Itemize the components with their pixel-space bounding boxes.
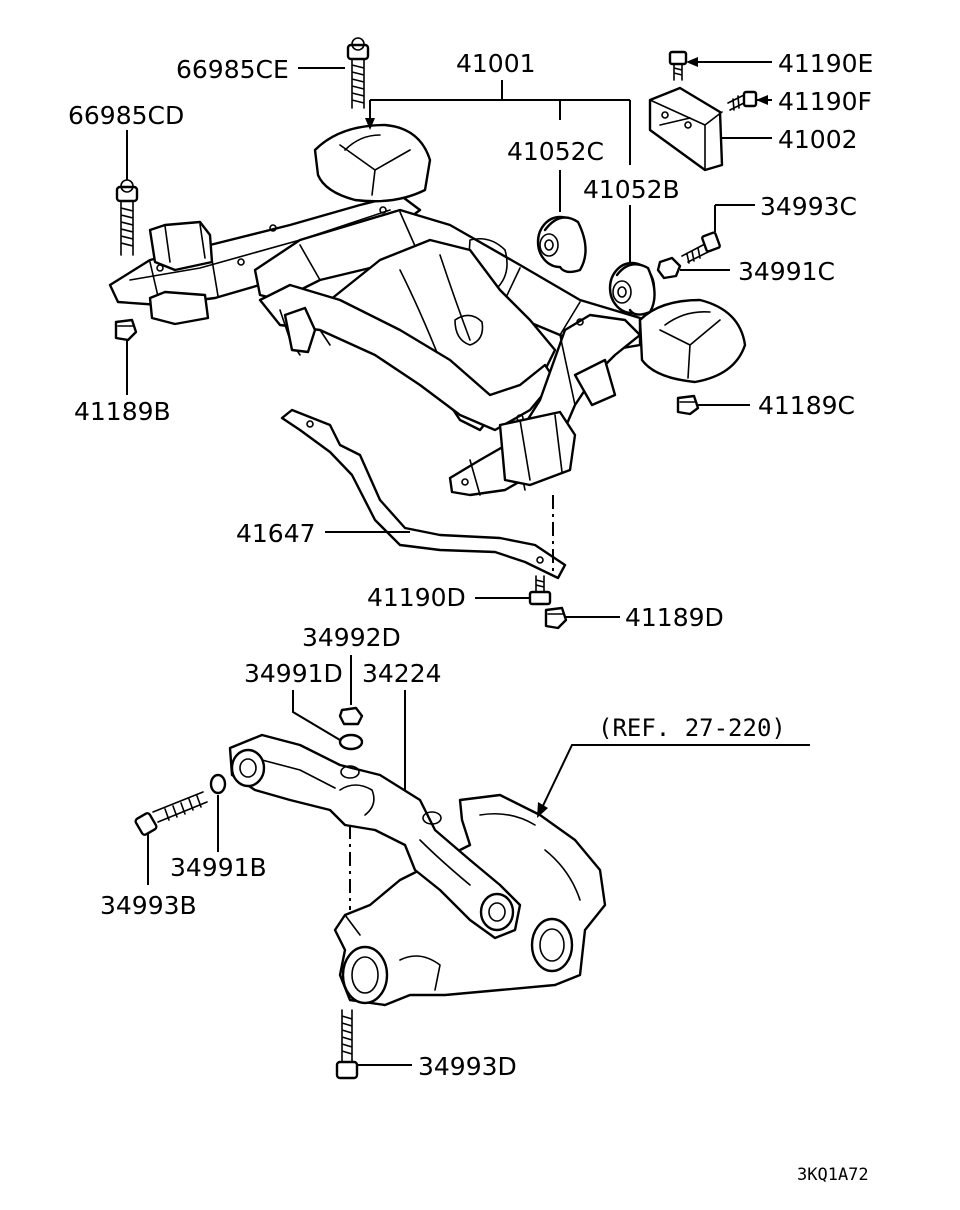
bushing-41052c	[536, 215, 587, 274]
label-41190e: 41190E	[778, 49, 873, 78]
label-66985ce: 66985CE	[176, 55, 289, 84]
label-41002: 41002	[778, 125, 858, 154]
label-41647: 41647	[236, 519, 316, 548]
label-ref-27-220: (REF. 27-220)	[598, 714, 786, 742]
label-41052c: 41052C	[507, 137, 604, 166]
bolt-66985ce	[346, 37, 370, 109]
label-41189c: 41189C	[758, 391, 855, 420]
bracket-41002	[648, 86, 724, 172]
member-34224	[228, 733, 522, 940]
bolt-66985cd	[115, 179, 139, 256]
label-34993b: 34993B	[100, 891, 197, 920]
diagram-code: 3KQ1A72	[797, 1165, 869, 1185]
label-41189b: 41189B	[74, 397, 171, 426]
bolt-41190f	[727, 90, 758, 111]
label-34993d: 34993D	[418, 1052, 517, 1081]
bolt-41190e	[668, 50, 688, 81]
label-34991d: 34991D	[244, 659, 343, 688]
bolt-34993c	[681, 231, 721, 264]
bolt-34993b	[134, 791, 208, 836]
label-41001: 41001	[456, 49, 536, 78]
label-34991c: 34991C	[738, 257, 835, 286]
washer-34991d	[338, 733, 364, 751]
nut-34991c	[656, 256, 682, 280]
bushing-41052b	[608, 261, 656, 316]
label-34992d: 34992D	[302, 623, 401, 652]
bolt-41190d	[528, 575, 552, 606]
label-34224: 34224	[362, 659, 442, 688]
crossmember-41001	[108, 123, 747, 497]
nut-41189c	[676, 394, 700, 416]
label-41190f: 41190F	[778, 87, 872, 116]
leader-arrowheads	[365, 57, 768, 818]
label-34991b: 34991B	[170, 853, 267, 882]
label-41190d: 41190D	[367, 583, 466, 612]
label-66985cd: 66985CD	[68, 101, 184, 130]
label-34993c: 34993C	[760, 192, 857, 221]
brace-41647	[280, 408, 567, 580]
label-41189d: 41189D	[625, 603, 724, 632]
nut-34992d	[338, 706, 364, 726]
leader-lines	[126, 61, 810, 1066]
bolt-34993d	[335, 1009, 359, 1080]
label-41052b: 41052B	[583, 175, 680, 204]
nut-41189d	[544, 606, 568, 630]
washer-34991b	[209, 773, 227, 795]
nut-41189b	[114, 318, 138, 342]
